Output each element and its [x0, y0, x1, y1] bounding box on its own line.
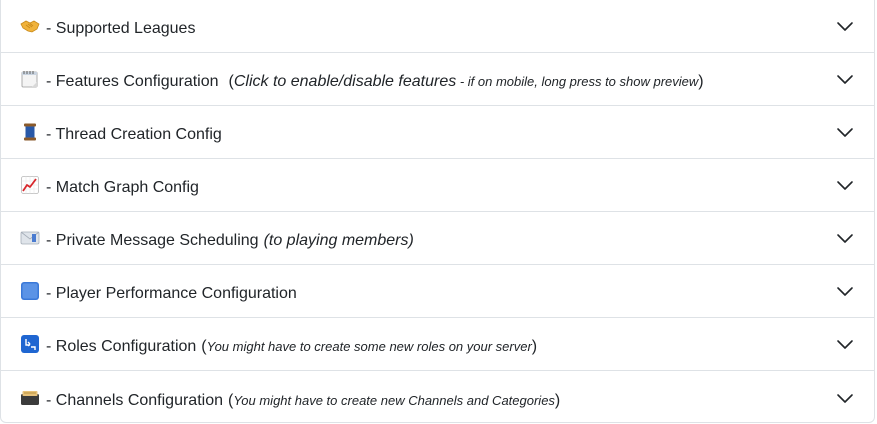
chevron-down-icon[interactable]: [836, 123, 854, 141]
accordion-title: - Player Performance Configuration: [20, 278, 836, 304]
handshake-icon: [20, 16, 40, 36]
accordion-title: - Roles Configuration ( You might have t…: [20, 331, 836, 357]
chevron-down-icon[interactable]: [836, 282, 854, 300]
accordion-item-supported-leagues[interactable]: - Supported Leagues: [1, 0, 874, 53]
accordion-title: - Match Graph Config: [20, 172, 836, 198]
note-close-paren: ): [554, 391, 561, 409]
accordion-label: - Private Message Scheduling: [46, 232, 259, 249]
thread-spool-icon: [20, 122, 40, 142]
accordion-item-private-message-scheduling[interactable]: - Private Message Scheduling (to playing…: [1, 212, 874, 265]
chevron-down-icon[interactable]: [836, 70, 854, 88]
input-numbers-icon: [20, 281, 40, 301]
accordion-note-small: You might have to create new Channels an…: [233, 392, 555, 408]
accordion-title: - Private Message Scheduling (to playing…: [20, 225, 836, 251]
accordion-note: Click to enable/disable features: [233, 73, 457, 90]
spiral-notepad-icon: [20, 69, 40, 89]
roles-icon: [20, 334, 40, 354]
chevron-down-icon[interactable]: [836, 389, 854, 407]
accordion-title: - Supported Leagues: [20, 13, 836, 39]
accordion-note: (to playing members): [263, 232, 414, 249]
accordion-label: - Channels Configuration: [46, 391, 223, 409]
chart-increasing-icon: [20, 175, 40, 195]
chevron-down-icon[interactable]: [836, 176, 854, 194]
envelope-icon: [20, 228, 40, 248]
chevron-down-icon[interactable]: [836, 335, 854, 353]
chevron-down-icon[interactable]: [836, 229, 854, 247]
note-close-paren: ): [698, 73, 704, 90]
accordion-title: - Features Configuration ( Click to enab…: [20, 66, 836, 92]
accordion-item-thread-creation-config[interactable]: - Thread Creation Config: [1, 106, 874, 159]
accordion-item-roles-configuration[interactable]: - Roles Configuration ( You might have t…: [1, 318, 874, 371]
card-index-icon: [20, 388, 40, 408]
accordion-label: - Roles Configuration: [46, 338, 197, 355]
accordion-note-small: You might have to create some new roles …: [206, 339, 532, 354]
accordion-item-match-graph-config[interactable]: - Match Graph Config: [1, 159, 874, 212]
chevron-down-icon[interactable]: [836, 17, 854, 35]
accordion-item-player-performance-configuration[interactable]: - Player Performance Configuration: [1, 265, 874, 318]
note-open-paren: (: [228, 391, 234, 409]
accordion-item-channels-configuration[interactable]: - Channels Configuration ( You might hav…: [1, 371, 874, 424]
accordion-label: - Features Configuration: [46, 73, 219, 90]
accordion-label: - Supported Leagues: [46, 20, 196, 37]
accordion-item-features-configuration[interactable]: - Features Configuration ( Click to enab…: [1, 53, 874, 106]
note-open-paren: (: [228, 73, 234, 90]
note-close-paren: ): [531, 338, 538, 355]
note-open-paren: (: [201, 338, 207, 355]
accordion-label: - Player Performance Configuration: [46, 285, 297, 302]
accordion-title: - Thread Creation Config: [20, 119, 836, 145]
accordion-title: - Channels Configuration ( You might hav…: [20, 385, 836, 411]
accordion-label: - Thread Creation Config: [46, 126, 222, 143]
accordion-label: - Match Graph Config: [46, 179, 199, 196]
accordion-note-small: - if on mobile, long press to show previ…: [456, 74, 699, 89]
